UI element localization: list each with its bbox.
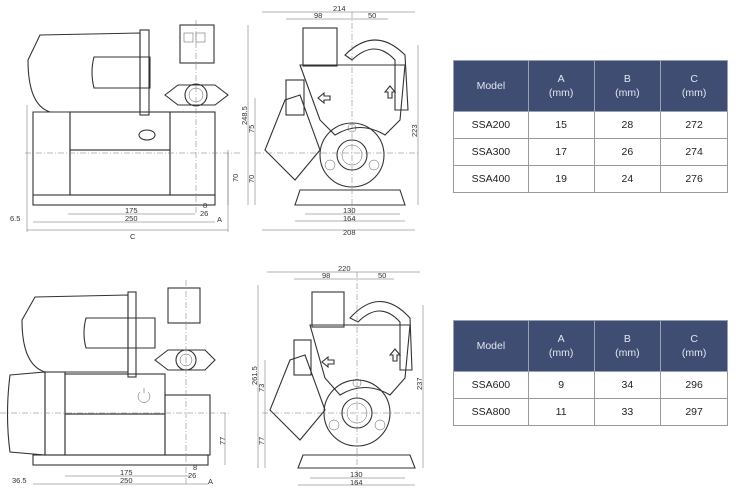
header-c: C (mm) bbox=[660, 320, 728, 372]
header-a: A (mm) bbox=[527, 60, 595, 112]
cell-model: SSA800 bbox=[453, 398, 529, 426]
header-a: A (mm) bbox=[527, 320, 595, 372]
dim-130: 130 bbox=[343, 206, 356, 215]
header-label: B bbox=[623, 73, 631, 85]
cell-a: 9 bbox=[527, 371, 595, 399]
dim-164: 164 bbox=[350, 478, 363, 487]
dim-70-front: 70 bbox=[247, 175, 256, 183]
dim-77: 77 bbox=[218, 437, 227, 445]
cell-c: 274 bbox=[660, 138, 728, 166]
dim-8: 8 bbox=[203, 201, 207, 210]
header-unit: (mm) bbox=[681, 87, 707, 99]
dim-261-5: 261.5 bbox=[250, 366, 259, 385]
cell-b: 34 bbox=[593, 371, 662, 399]
cell-model: SSA200 bbox=[453, 111, 529, 139]
dim-250: 250 bbox=[125, 214, 138, 223]
top-front-view: 214 98 50 248.5 75 70 223 130 164 208 bbox=[240, 4, 420, 237]
dim-98: 98 bbox=[314, 11, 322, 20]
bottom-side-view: 175 250 36.5 A 8 26 77 bbox=[0, 280, 230, 486]
dim-175: 175 bbox=[120, 468, 133, 477]
dim-250: 250 bbox=[120, 476, 133, 485]
header-unit: (mm) bbox=[681, 347, 707, 359]
dim-77-front: 77 bbox=[257, 437, 266, 445]
dim-26: 26 bbox=[200, 209, 208, 218]
header-model: Model bbox=[453, 60, 529, 112]
bottom-front-view: 220 98 50 261.5 73 77 237 130 164 bbox=[250, 264, 424, 487]
dim-73: 73 bbox=[257, 384, 266, 392]
cell-a: 17 bbox=[527, 138, 595, 166]
cell-c: 272 bbox=[660, 111, 728, 139]
cell-a: 15 bbox=[527, 111, 595, 139]
header-b: B (mm) bbox=[593, 320, 662, 372]
dim-130: 130 bbox=[350, 470, 363, 479]
dim-98: 98 bbox=[322, 271, 330, 280]
header-label: Model bbox=[476, 80, 506, 92]
dim-70: 70 bbox=[231, 174, 240, 182]
header-c: C (mm) bbox=[660, 60, 728, 112]
cell-model: SSA600 bbox=[453, 371, 529, 399]
dim-75: 75 bbox=[247, 125, 256, 133]
header-unit: (mm) bbox=[615, 87, 640, 99]
dim-175: 175 bbox=[125, 206, 138, 215]
header-label: Model bbox=[476, 340, 506, 352]
table-header-row: Model A (mm) B (mm) C (mm) bbox=[453, 60, 728, 112]
cell-model: SSA400 bbox=[453, 165, 529, 193]
dim-a: A bbox=[208, 477, 213, 486]
cell-c: 296 bbox=[660, 371, 728, 399]
header-label: A bbox=[557, 333, 565, 345]
header-b: B (mm) bbox=[593, 60, 662, 112]
dim-c: C bbox=[130, 232, 136, 241]
dim-223: 223 bbox=[410, 124, 419, 137]
dim-220: 220 bbox=[338, 264, 351, 273]
cell-a: 11 bbox=[527, 398, 595, 426]
cell-c: 297 bbox=[660, 398, 728, 426]
dim-164: 164 bbox=[343, 214, 356, 223]
dim-36-5: 36.5 bbox=[12, 476, 27, 485]
table-header-row: Model A (mm) B (mm) C (mm) bbox=[453, 320, 728, 372]
header-unit: (mm) bbox=[548, 87, 574, 99]
header-label: B bbox=[623, 333, 631, 345]
cell-model: SSA300 bbox=[453, 138, 529, 166]
dim-50: 50 bbox=[378, 271, 386, 280]
dim-a: A bbox=[217, 215, 222, 224]
header-label: C bbox=[690, 333, 698, 345]
cell-b: 28 bbox=[593, 111, 662, 139]
top-side-view: 175 250 6.5 A C 8 26 70 bbox=[10, 20, 240, 241]
header-unit: (mm) bbox=[615, 347, 640, 359]
header-unit: (mm) bbox=[548, 347, 574, 359]
cell-b: 33 bbox=[593, 398, 662, 426]
cell-b: 26 bbox=[593, 138, 662, 166]
header-model: Model bbox=[453, 320, 529, 372]
cell-c: 276 bbox=[660, 165, 728, 193]
header-label: C bbox=[690, 73, 698, 85]
cell-a: 19 bbox=[527, 165, 595, 193]
dim-8: 8 bbox=[193, 463, 197, 472]
dim-50: 50 bbox=[368, 11, 376, 20]
dim-26: 26 bbox=[188, 471, 196, 480]
dim-248-5: 248.5 bbox=[240, 106, 249, 125]
dim-214: 214 bbox=[333, 4, 346, 13]
dim-6-5: 6.5 bbox=[10, 214, 20, 223]
dim-208: 208 bbox=[343, 228, 356, 237]
dim-237: 237 bbox=[415, 377, 424, 390]
cell-b: 24 bbox=[593, 165, 662, 193]
header-label: A bbox=[557, 73, 565, 85]
